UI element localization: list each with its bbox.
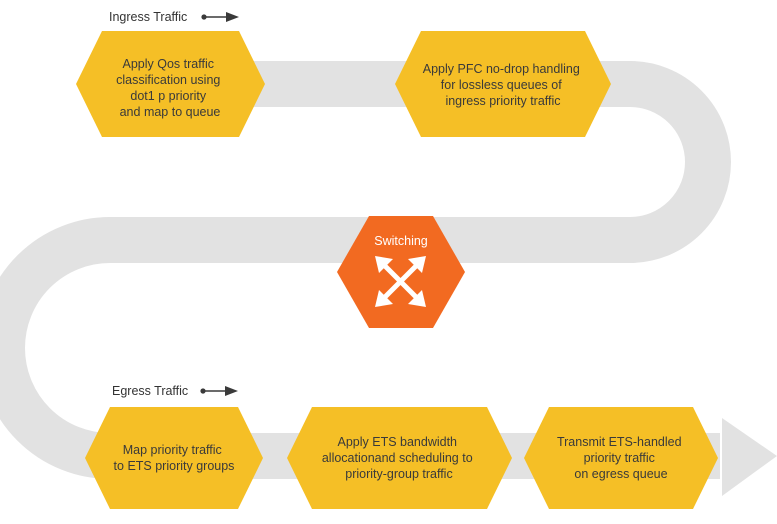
egress-arrow-icon: [200, 386, 238, 396]
ingress-step-1: Apply Qos traffic classification using d…: [76, 31, 265, 137]
flow-track: [0, 61, 731, 479]
switch-arrows-icon: [375, 256, 426, 307]
ingress-step-2-text: Apply PFC no-drop handling for lossless …: [423, 62, 584, 108]
egress-label-group: Egress Traffic: [112, 384, 238, 398]
ingress-traffic-label: Ingress Traffic: [109, 10, 187, 24]
switching-label: Switching: [374, 234, 428, 248]
egress-step-2: Apply ETS bandwidth allocationand schedu…: [287, 407, 512, 509]
switching-node: Switching: [337, 216, 465, 328]
ingress-step-2: Apply PFC no-drop handling for lossless …: [395, 31, 611, 137]
ingress-arrow-icon: [201, 12, 239, 22]
egress-step-3-text: Transmit ETS-handled priority traffic on…: [557, 435, 685, 481]
flow-arrow-head: [722, 418, 777, 496]
egress-step-1: Map priority traffic to ETS priority gro…: [85, 407, 263, 509]
egress-step-3: Transmit ETS-handled priority traffic on…: [524, 407, 718, 509]
egress-step-2-text: Apply ETS bandwidth allocationand schedu…: [322, 435, 476, 481]
egress-step-1-text: Map priority traffic to ETS priority gro…: [114, 443, 235, 473]
ingress-label-group: Ingress Traffic: [109, 10, 239, 24]
ingress-step-1-text: Apply Qos traffic classification using d…: [116, 57, 224, 119]
egress-traffic-label: Egress Traffic: [112, 384, 188, 398]
